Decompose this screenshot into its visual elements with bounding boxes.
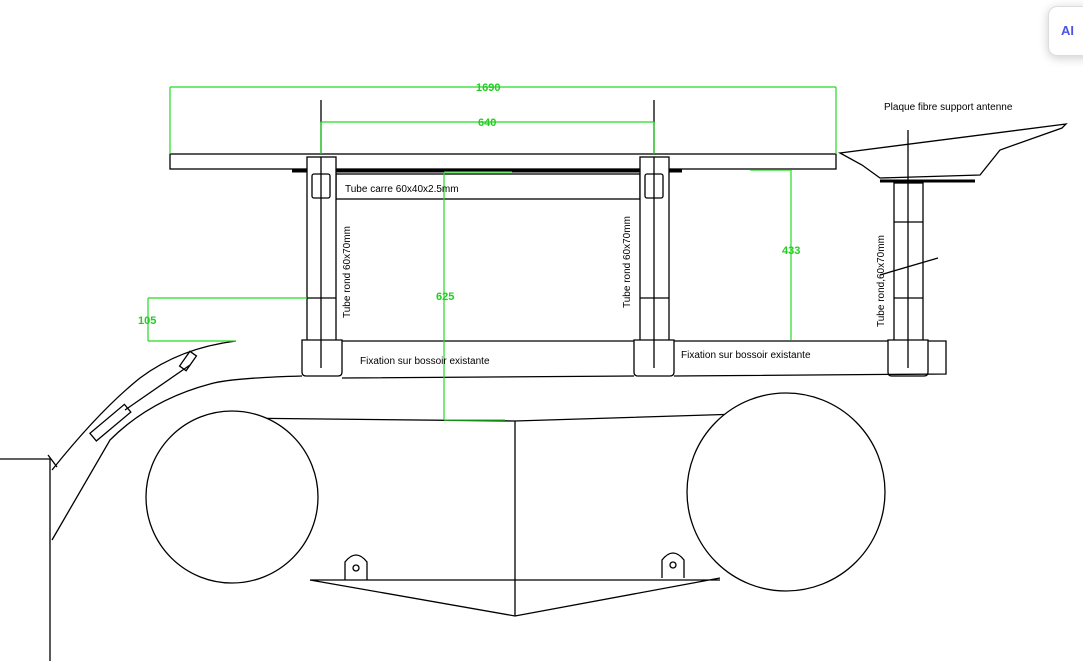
label-antenna-plate: Plaque fibre support antenne: [884, 102, 1013, 113]
cleat-rod: [124, 364, 191, 411]
ai-assistant-label: AI: [1061, 23, 1074, 38]
post-right: [879, 130, 939, 377]
bossoir-arc: [51, 340, 237, 471]
label-round-tube-middle: Tube rond 60x70mm: [622, 216, 633, 308]
cleat-pin: [178, 350, 198, 372]
bossoir-beam: [51, 340, 947, 541]
label-round-tube-left: Tube rond 60x70mm: [342, 226, 353, 318]
hull-body: [229, 413, 741, 617]
dim-height-right: 433: [782, 245, 800, 257]
hull-edge: [0, 458, 51, 661]
antenna-plate: [837, 123, 1068, 179]
hull-tick: [47, 454, 58, 468]
top-plate: [169, 153, 837, 170]
label-fixation-right: Fixation sur bossoir existante: [681, 350, 811, 361]
lift-eye-right: [661, 552, 685, 578]
cleat: [89, 403, 132, 442]
dim-offset-left: 105: [138, 315, 156, 327]
dim-post-spacing: 640: [478, 117, 496, 129]
ai-assistant-button[interactable]: AI: [1048, 6, 1083, 56]
lift-eye-left: [344, 554, 368, 580]
dimension-lines: [147, 86, 837, 421]
dim-overall-width: 1690: [476, 82, 500, 94]
post-left: [301, 156, 343, 377]
float-left: [145, 410, 319, 584]
post-middle: [633, 156, 675, 377]
label-round-tube-right: Tube rond,60x70mm: [876, 235, 887, 327]
label-fixation-left: Fixation sur bossoir existante: [360, 356, 490, 367]
float-right: [686, 392, 886, 592]
dim-height-center: 625: [436, 291, 454, 303]
label-square-tube: Tube carre 60x40x2.5mm: [345, 184, 459, 195]
